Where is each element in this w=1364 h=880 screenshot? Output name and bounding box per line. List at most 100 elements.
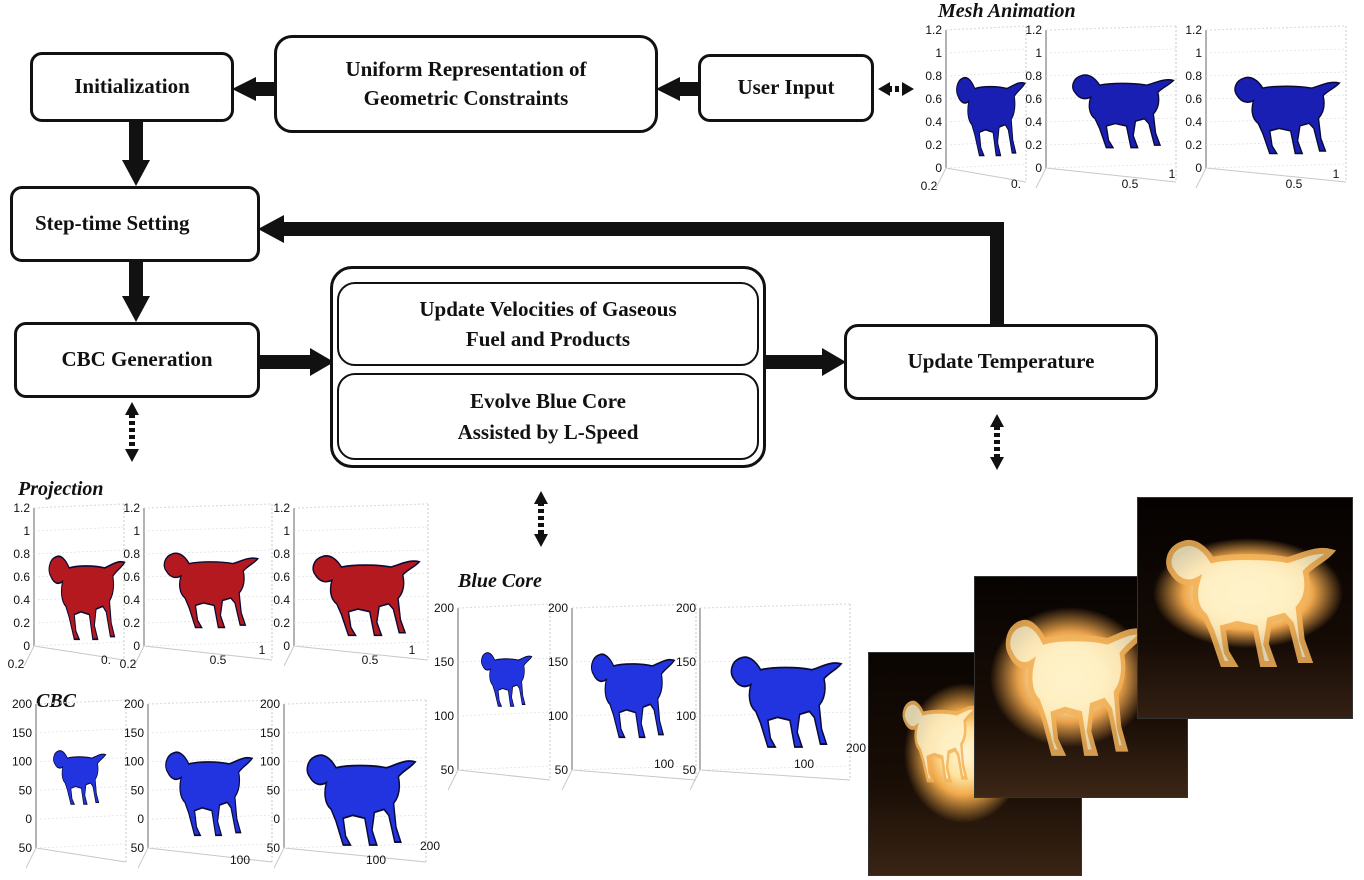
y-tick-label: 0.2 [1185,138,1202,152]
arrow-uniform-to-init [232,77,278,101]
node-cbc-generation: CBC Generation [14,322,260,398]
x-tick-label: 1 [1169,167,1176,181]
x-tick-label: 1 [409,643,416,657]
x-tick-label: 200 [420,839,440,853]
y-tick-label: 50 [19,841,33,855]
mesh-horse-icon [956,76,1026,157]
y-tick-label: 1.2 [925,23,942,37]
y-tick-label: 150 [260,726,280,740]
caption-projection: Projection [18,478,104,500]
y-tick-label: 0.4 [273,593,290,607]
projection-horse-icon [312,555,421,637]
x-tick-label: 0.5 [1122,177,1139,191]
cbc-horse-icon [306,754,417,846]
cbc-horse-icon [53,750,107,805]
y-tick-label: 0.6 [13,570,30,584]
caption-mesh-animation: Mesh Animation [938,0,1076,22]
y-tick-label: 150 [548,655,568,669]
y-tick-label: 200 [260,697,280,711]
y-tick-label: 200 [676,601,696,615]
x-tick-label: 1 [1333,167,1340,181]
x-tick-label: 200 [846,741,866,755]
y-tick-label: 0.4 [13,593,30,607]
projection-horse-icon [163,552,260,629]
node-user-input: User Input [698,54,874,122]
node-initialization: Initialization [30,52,234,122]
y-tick-label: 100 [676,709,696,723]
y-tick-label: 1.2 [13,501,30,515]
y-tick-label: 0.2 [273,616,290,630]
y-tick-label: 1 [1035,46,1042,60]
y-tick-label: 50 [131,783,145,797]
mesh-panel-3: 1.210.80.60.40.200.51 [1185,23,1347,191]
x-tick-label: 100 [654,757,674,771]
x-tick-label: 0.5 [362,653,379,667]
x-tick-label: 0. [101,653,111,667]
arrow-user-to-uniform [656,77,702,101]
y-tick-label: 150 [434,655,454,669]
y-tick-label: 50 [19,783,33,797]
y-tick-label: 1 [133,524,140,538]
y-tick-label: 100 [548,709,568,723]
y-tick-label: 0.4 [1025,115,1042,129]
y-tick-label: 0.8 [1185,69,1202,83]
x-tick-label: 0.5 [210,653,227,667]
dashed-arrow-user-mesh [878,82,914,96]
y-tick-label: 100 [12,755,32,769]
y-tick-label: 50 [267,841,281,855]
y-tick-label: 150 [124,726,144,740]
node-evolve-blue-core: Evolve Blue Core Assisted by L-Speed [337,373,759,460]
y-tick-label: 100 [434,709,454,723]
node-uniform-representation: Uniform Representation of Geometric Cons… [274,35,658,133]
y-tick-label: 0.8 [123,547,140,561]
caption-cbc: CBC [36,690,77,712]
x-tick-label: 0.2 [120,657,137,671]
y-tick-label: 0.6 [123,570,140,584]
y-tick-label: 0.8 [13,547,30,561]
y-tick-label: 0 [133,639,140,653]
dashed-arrow-temperature-fire [990,414,1004,470]
y-tick-label: 0 [1195,161,1202,175]
y-tick-label: 0 [935,161,942,175]
y-tick-label: 0.8 [1025,69,1042,83]
y-tick-label: 200 [434,601,454,615]
y-tick-label: 1.2 [1025,23,1042,37]
projection-panel-3: 1.210.80.60.40.200.51 [273,501,429,667]
y-tick-label: 1 [23,524,30,538]
x-tick-label: 0.5 [1286,177,1303,191]
y-tick-label: 0.2 [1025,138,1042,152]
y-tick-label: 1 [1195,46,1202,60]
y-tick-label: 150 [676,655,696,669]
y-tick-label: 200 [12,697,32,711]
y-tick-label: 0.4 [925,115,942,129]
mesh-panel-2: 1.210.80.60.40.200.51 [1025,23,1177,191]
y-tick-label: 0 [137,812,144,826]
y-tick-label: 200 [548,601,568,615]
x-tick-label: 0.2 [921,179,938,193]
y-tick-label: 50 [441,763,455,777]
mesh-horse-icon [1234,76,1341,155]
x-tick-label: 100 [366,853,386,867]
cbc-horse-icon [165,751,254,837]
y-tick-label: 50 [267,783,281,797]
bluecore-panel-1: 200 150 100 50 [434,601,551,791]
x-tick-label: 0. [1011,177,1021,191]
arrow-feedback-loop [258,215,1004,324]
y-tick-label: 0.8 [273,547,290,561]
y-tick-label: 100 [124,755,144,769]
dashed-arrow-cbc-projection [125,402,139,462]
dashed-arrow-group-bluecore [534,491,548,547]
y-tick-label: 0.6 [925,92,942,106]
node-update-velocities: Update Velocities of Gaseous Fuel and Pr… [337,282,759,366]
x-tick-label: 0.2 [8,657,25,671]
arrow-group-to-temperature [766,348,846,376]
